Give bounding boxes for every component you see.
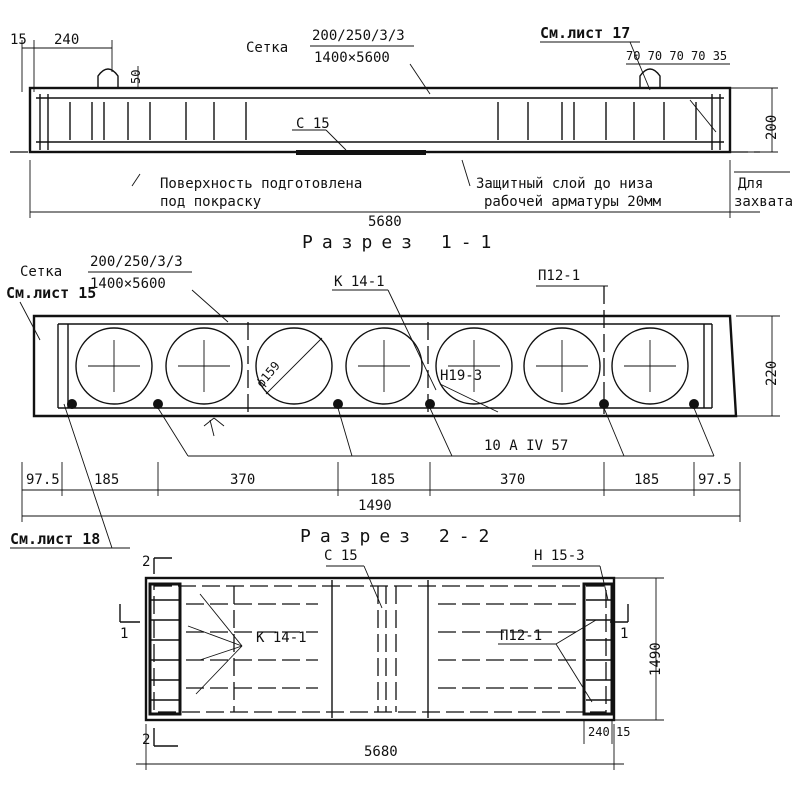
mesh-spec-top-elev: 200/250/3/3: [312, 28, 405, 44]
k14-label-s2: К 14-1: [256, 630, 307, 646]
cut-1-right: 1: [620, 626, 628, 642]
slab-plan-outline: [144, 576, 616, 722]
note-grip-line1: Для: [738, 176, 763, 192]
mesh-spec-top-s1: 200/250/3/3: [90, 254, 183, 270]
elevation-view: 15 240 50: [10, 24, 793, 230]
lifting-loop-right: [639, 68, 661, 88]
dim-s1-4: 370: [500, 472, 525, 488]
dim-5680-elev: 5680: [368, 214, 402, 230]
see-sheet-15: См.лист 15: [6, 284, 96, 302]
void-4: [345, 327, 423, 405]
mesh-label-elev: Сетка: [246, 40, 288, 56]
dim-5680-s2: 5680: [364, 744, 398, 760]
mesh-spec-bottom-elev: 1400×5600: [314, 50, 390, 66]
n15-label: Н 15-3: [534, 548, 585, 564]
section-1-1: Разрез 1-1 Сетка 200/250/3/3 1400×5600 С…: [6, 232, 780, 549]
void-6: [523, 327, 601, 405]
note-surface-line1: Поверхность подготовлена: [160, 176, 362, 192]
p12-label-s2: П12-1: [500, 628, 542, 644]
dim-50: 50: [129, 70, 143, 84]
note-surface-line2: под покраску: [160, 194, 261, 210]
dia-label: ф159: [254, 359, 283, 390]
c15-label-s2: С 15: [324, 548, 358, 564]
void-1: [75, 327, 153, 405]
section-1-title: Разрез 1-1: [302, 232, 500, 253]
section-2-title: Разрез 2-2: [300, 526, 498, 547]
c15-label-elev: С 15: [296, 116, 330, 132]
void-7: [611, 327, 689, 405]
rebar-ticks: [39, 94, 721, 150]
mesh-spec-bottom-s1: 1400×5600: [90, 276, 166, 292]
cut-2-top: 2: [142, 554, 150, 570]
void-2: [165, 327, 243, 405]
dim-s1-6: 97.5: [698, 472, 732, 488]
note-cover-line2: рабочей арматуры 20мм: [484, 194, 662, 210]
cut-1-left: 1: [120, 626, 128, 642]
dim-1490-s2: 1490: [648, 642, 664, 676]
void-circles: [75, 327, 689, 405]
section-2-2: Разрез 2-2 2 2 1 1: [119, 526, 664, 770]
dim-s1-0: 97.5: [26, 472, 60, 488]
lifting-loop-left: [97, 68, 119, 88]
void-5: [435, 327, 513, 405]
dim-200: 200: [764, 115, 780, 140]
note-grip-line2: захвата: [734, 194, 793, 210]
dim-15-s2: 15: [616, 725, 630, 739]
void-3: [255, 327, 333, 405]
rebar-label: 10 A IV 57: [484, 438, 568, 454]
dim-1490-s1: 1490: [358, 498, 392, 514]
dim-s1-1: 185: [94, 472, 119, 488]
dim-s1-2: 370: [230, 472, 255, 488]
note-cover-line1: Защитный слой до низа: [476, 176, 653, 192]
dim-240-left: 240: [54, 32, 79, 48]
mesh-label-s1: Сетка: [20, 264, 62, 280]
dim-220: 220: [764, 361, 780, 386]
dim-15-left: 15: [10, 32, 27, 48]
k14-label-s1: К 14-1: [334, 274, 385, 290]
main-rebars: [67, 399, 699, 409]
see-sheet-18: См.лист 18: [10, 530, 100, 548]
dim-240-s2: 240: [588, 725, 610, 739]
dim-s1-5: 185: [634, 472, 659, 488]
n19-label: Н19-3: [440, 368, 482, 384]
p12-label-s1: П12-1: [538, 268, 580, 284]
see-sheet-17: См.лист 17: [540, 24, 630, 42]
dim-spacing: 70 70 70 70 35: [626, 49, 727, 63]
dim-s1-3: 185: [370, 472, 395, 488]
